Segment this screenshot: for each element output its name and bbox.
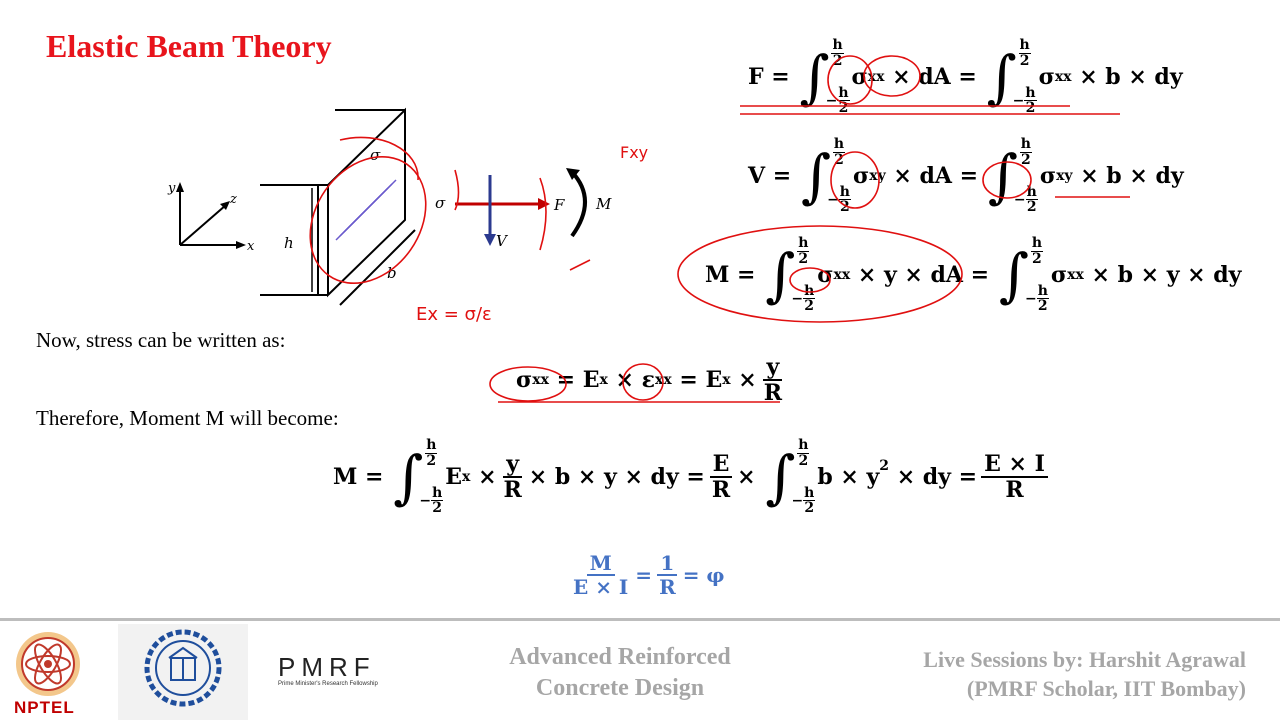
nptel-label: NPTEL — [14, 698, 75, 717]
ink-annotations — [309, 136, 591, 284]
shear-lhs: V — [748, 163, 766, 189]
axis-y-label: y — [167, 181, 176, 196]
ink-ex-note: Ex = σ/ε — [416, 304, 492, 325]
footer-divider — [0, 618, 1280, 621]
beam-block — [260, 107, 416, 306]
moment-lhs: M — [705, 262, 730, 288]
axis-x-label: x — [247, 239, 255, 254]
presenter-info: Live Sessions by: Harshit Agrawal (PMRF … — [923, 645, 1246, 703]
moment-intro-text: Therefore, Moment M will become: — [36, 406, 339, 430]
sigma-xx-label: σ — [435, 194, 446, 212]
sigma-yy-label: σ — [370, 146, 381, 164]
course-name: Advanced Reinforced Concrete Design — [480, 642, 760, 704]
shear-label: V — [496, 232, 509, 250]
beam-diagram: y z x h b σ σ F V M Fxy Ex = σ/ — [167, 107, 648, 325]
height-label: h — [284, 234, 294, 252]
course-line-2: Concrete Design — [535, 675, 705, 701]
moment-label: M — [595, 195, 612, 213]
pmrf-logo-text: PMRF — [278, 652, 376, 682]
force-lhs: F — [748, 64, 764, 90]
force-label: F — [553, 196, 565, 214]
stress-ink-annotations — [489, 363, 780, 403]
pmrf-logo-subtext: Prime Minister's Research Fellowship — [278, 681, 378, 687]
presenter-line-2: (PMRF Scholar, IIT Bombay) — [966, 676, 1246, 701]
width-label: b — [387, 264, 397, 282]
pmrf-logo: PMRF Prime Minister's Research Fellowshi… — [278, 652, 378, 687]
iitb-logo-icon — [144, 629, 222, 707]
slide-title: Elastic Beam Theory — [46, 28, 332, 64]
course-line-1: Advanced Reinforced — [509, 644, 731, 670]
ink-fxy-note: Fxy — [620, 143, 648, 162]
presenter-line-1: Live Sessions by: Harshit Agrawal — [923, 647, 1246, 672]
stress-intro-text: Now, stress can be written as: — [36, 328, 286, 352]
equation-ink-annotations — [677, 55, 1130, 323]
axis-z-label: z — [229, 192, 237, 207]
nptel-logo-icon — [16, 632, 80, 696]
stress-hatch — [335, 179, 397, 241]
